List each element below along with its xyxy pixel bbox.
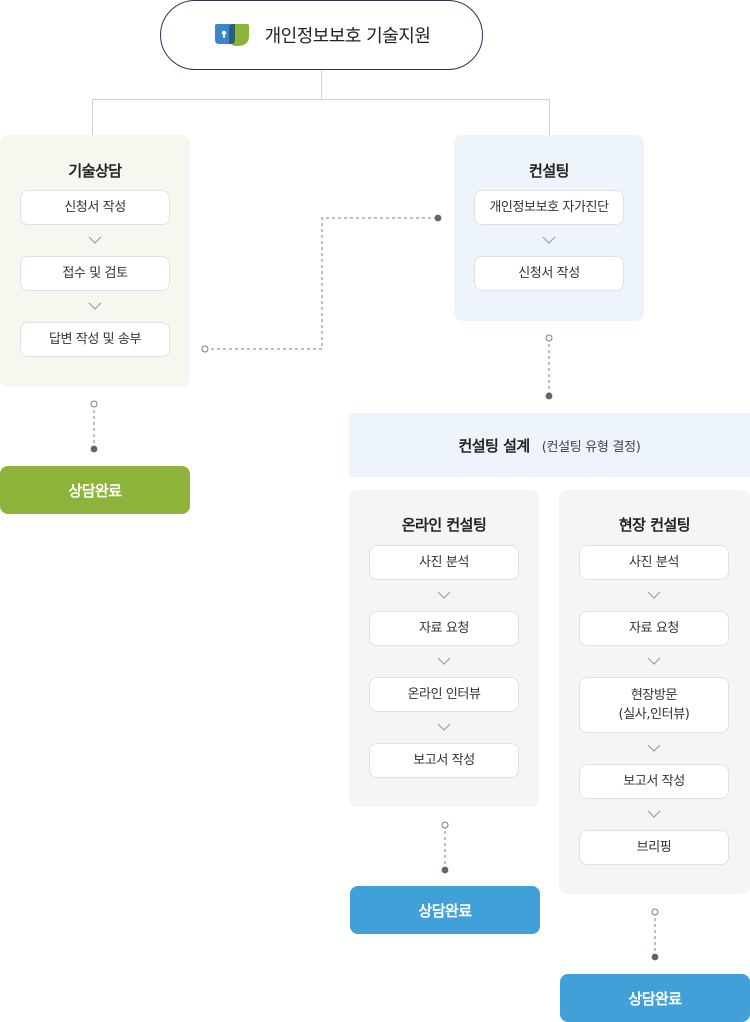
onsite-step-1: 사진 분석: [579, 545, 729, 580]
online-step-1: 사진 분석: [369, 545, 519, 580]
design-subtitle: (컨설팅 유형 결정): [541, 439, 641, 455]
online-done-connector: [441, 821, 449, 874]
tree-connector-right-drop: [549, 99, 550, 135]
tech-consult-step-2: 접수 및 검토: [20, 256, 170, 291]
online-step-3: 온라인 인터뷰: [369, 677, 519, 712]
tech-consult-step-3: 답변 작성 및 송부: [20, 322, 170, 357]
chevron-down-icon: [437, 657, 451, 665]
chevron-down-icon: [647, 810, 661, 818]
onsite-step-3: 현장방문 (실사,인터뷰): [579, 677, 729, 733]
chevron-down-icon: [88, 236, 102, 244]
consulting-panel: 컨설팅 개인정보보호 자가진단 신청서 작성: [454, 135, 644, 321]
onsite-step-2: 자료 요청: [579, 611, 729, 646]
consulting-design-band: 컨설팅 설계 (컨설팅 유형 결정): [349, 413, 750, 477]
consulting-title: 컨설팅: [529, 162, 569, 180]
consulting-design-connector: [545, 334, 553, 400]
online-step-2: 자료 요청: [369, 611, 519, 646]
onsite-done-connector: [651, 908, 659, 961]
consulting-step-1: 개인정보보호 자가진단: [474, 190, 624, 225]
onsite-complete-button: 상담완료: [560, 974, 750, 1022]
tree-connector-vertical: [321, 70, 322, 100]
online-step-4: 보고서 작성: [369, 743, 519, 778]
root-title: 개인정보보호 기술지원: [264, 26, 431, 47]
tech-consult-panel: 기술상담 신청서 작성 접수 및 검토 답변 작성 및 송부: [0, 135, 190, 387]
chevron-down-icon: [437, 591, 451, 599]
design-title: 컨설팅 설계: [458, 436, 530, 455]
tree-connector-horizontal: [92, 99, 550, 100]
tech-consult-step-1: 신청서 작성: [20, 190, 170, 225]
onsite-step-5: 브리핑: [579, 830, 729, 865]
cross-link-connector: [201, 214, 442, 353]
tech-consult-title: 기술상담: [68, 162, 122, 180]
online-complete-button: 상담완료: [350, 886, 540, 934]
consulting-step-2: 신청서 작성: [474, 256, 624, 291]
onsite-step-4: 보고서 작성: [579, 764, 729, 799]
online-consulting-panel: 온라인 컨설팅 사진 분석 자료 요청 온라인 인터뷰 보고서 작성: [349, 490, 539, 807]
chevron-down-icon: [647, 591, 661, 599]
onsite-consulting-title: 현장 컨설팅: [618, 516, 691, 534]
chevron-down-icon: [647, 744, 661, 752]
consult-complete-button: 상담완료: [0, 466, 190, 514]
root-title-pill: 개인정보보호 기술지원: [160, 0, 483, 70]
online-consulting-title: 온라인 컨설팅: [401, 516, 487, 534]
onsite-consulting-panel: 현장 컨설팅 사진 분석 자료 요청 현장방문 (실사,인터뷰) 보고서 작성 …: [559, 490, 750, 894]
chevron-down-icon: [437, 723, 451, 731]
consult-done-connector: [90, 400, 98, 453]
onsite-step-3-line-2: (실사,인터뷰): [618, 707, 690, 722]
chevron-down-icon: [88, 302, 102, 310]
tree-connector-left-drop: [92, 99, 93, 135]
chevron-down-icon: [647, 657, 661, 665]
chevron-down-icon: [542, 236, 556, 244]
privacy-shield-logo-icon: [213, 22, 251, 48]
onsite-step-3-line-1: 현장방문: [630, 687, 678, 703]
